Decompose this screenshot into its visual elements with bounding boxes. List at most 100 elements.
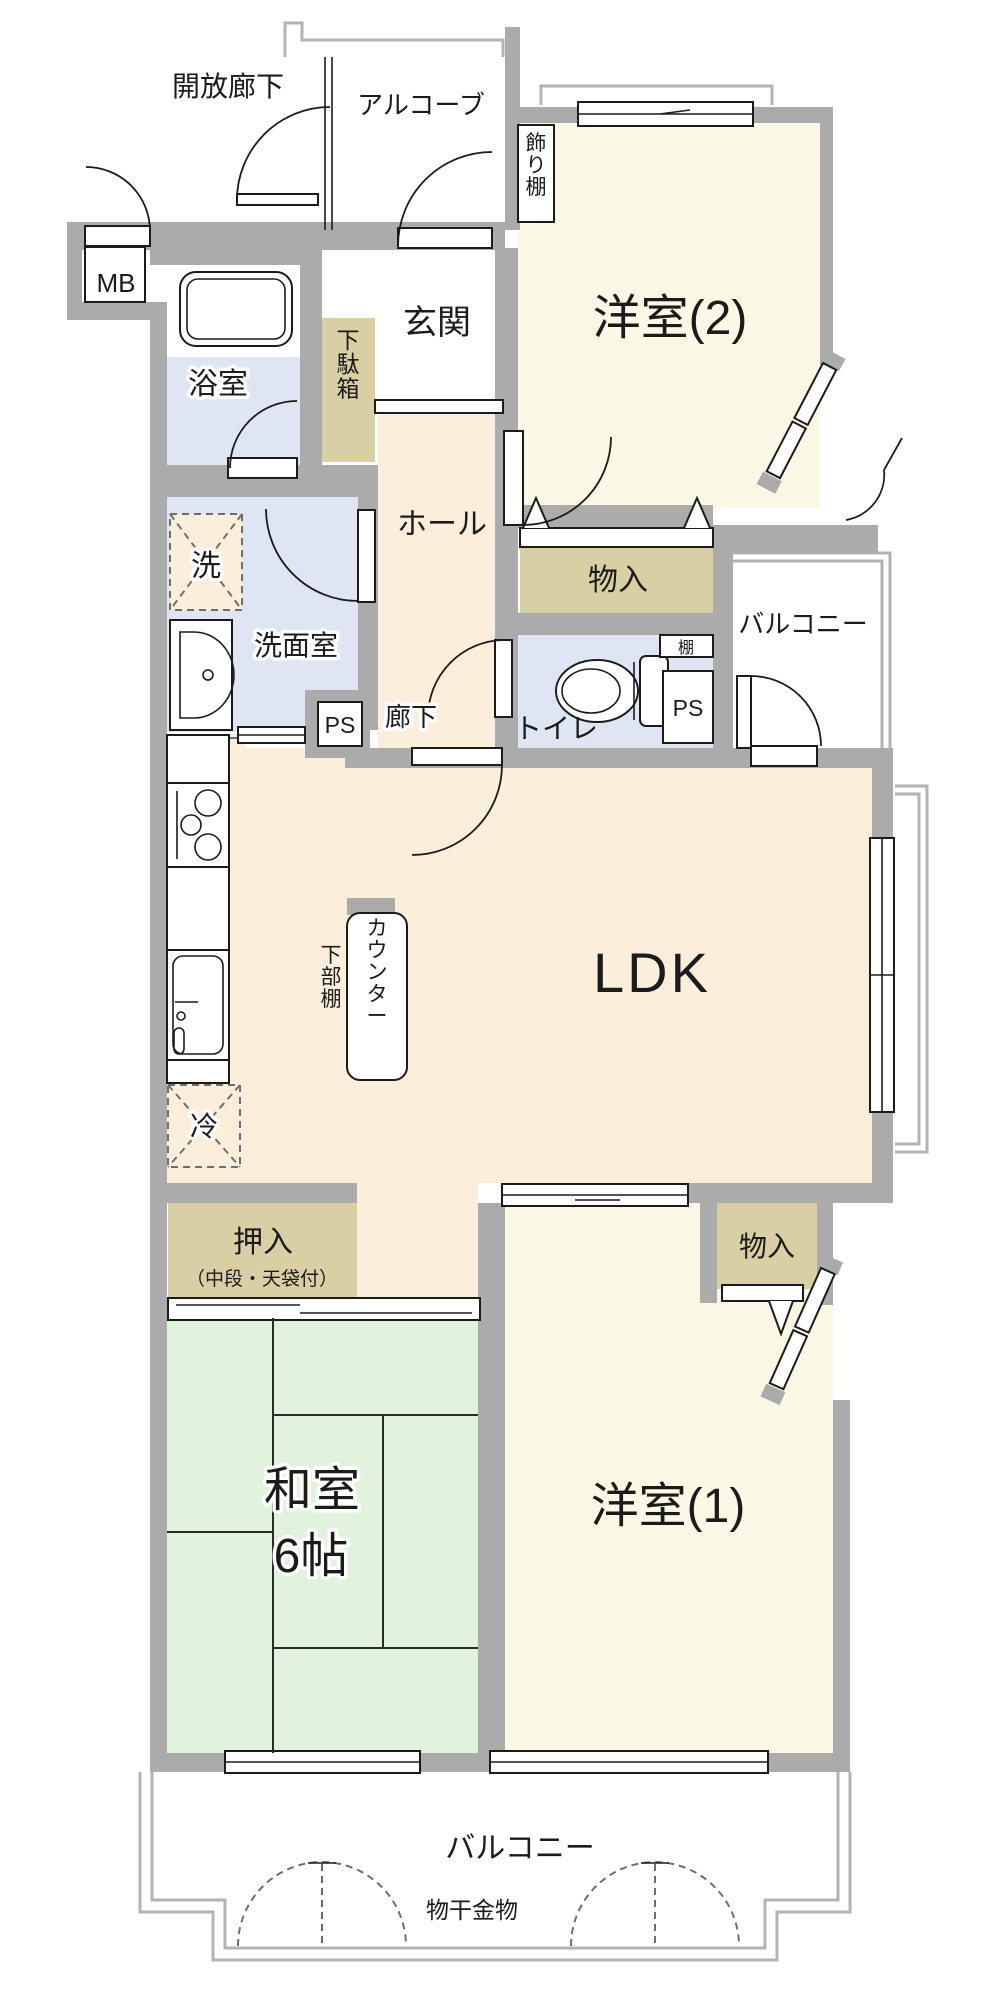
bedroom2-balcony-outline [539, 84, 774, 105]
ps-left-box [317, 701, 363, 747]
labels: 開放廊下 アルコーブ MB 飾り棚 玄関 下駄箱 洋室(2) 浴室 ホール 物入… [97, 68, 868, 1927]
bay-windows [756, 349, 846, 1406]
label-washroom: 洗面室 [254, 630, 338, 661]
storage-upper-box [520, 545, 713, 613]
windows-openings [84, 101, 895, 1774]
storage-upper-folding-door [519, 495, 714, 548]
open-corridor-door-arc [236, 106, 331, 201]
balconies [138, 551, 929, 1962]
label-laundry: 洗 [191, 550, 221, 583]
label-counter: カウンター [367, 917, 388, 1028]
label-open-corridor: 開放廊下 [172, 71, 284, 102]
ps-right-box [662, 670, 714, 744]
bedroom2-floor [518, 123, 820, 508]
label-western-room-2: 洋室(2) [593, 292, 748, 345]
display-shelf-box [517, 124, 555, 223]
label-lower-shelf: 下部棚 [321, 944, 342, 1011]
label-alcove: アルコーブ [357, 90, 485, 120]
label-japanese-room-size: 6帖 [274, 1530, 349, 1583]
refrigerator [167, 1084, 241, 1168]
washroom-kitchen-window [237, 726, 306, 744]
wall-segment [495, 613, 733, 635]
storage-w1-box [717, 1203, 817, 1289]
label-japanese-room: 和室 [264, 1464, 360, 1517]
corridor-door-sill [236, 193, 319, 206]
hall-floor [378, 413, 495, 748]
label-shelf: 棚 [678, 639, 694, 657]
corridor-divider [324, 57, 333, 230]
storage-w1-folding-door [721, 1284, 804, 1337]
wall-segment [347, 898, 395, 915]
bottom-balcony-outline-inner [150, 1772, 840, 1950]
window-ldk-right [869, 837, 895, 1113]
stove [166, 782, 230, 868]
label-balcony-side: バルコニー [738, 609, 867, 639]
wall-segment [518, 505, 713, 528]
bottom-balcony-outline-outer [138, 1772, 852, 1962]
sliding-door-tatami-top [167, 1297, 481, 1321]
washing-machine [169, 513, 243, 611]
kitchen-sink [166, 949, 230, 1061]
wall-segment [150, 1183, 357, 1203]
room-floors [167, 123, 872, 1753]
bathroom-door [227, 400, 298, 479]
window-bedroom1-bottom [489, 1750, 769, 1774]
bedroom2-bay-window [756, 349, 846, 494]
shelf-box [659, 634, 714, 658]
wall-segment [700, 1203, 717, 1303]
corridor-end-door-arc [85, 166, 151, 232]
mb-door-sill [84, 225, 151, 247]
ldk-balcony-floor [893, 786, 927, 1152]
wall-segment [505, 27, 520, 230]
sliding-door-ldk-bedroom1 [501, 1183, 689, 1207]
counter-box [346, 912, 408, 1081]
side-balcony-floor [733, 553, 890, 764]
label-entrance: 玄関 [403, 304, 471, 342]
wall-segment [820, 107, 833, 365]
label-western-room-1: 洋室(1) [591, 1480, 746, 1533]
exterior-outlines-top [283, 21, 774, 105]
label-fridge: 冷 [190, 1111, 218, 1142]
label-bathroom: 浴室 [188, 368, 248, 401]
ldk-balcony-outline-inner [895, 792, 921, 1146]
tatami-lines [167, 1318, 478, 1753]
washbasin [169, 619, 235, 731]
window-tatami-bottom [224, 1750, 421, 1774]
ldk-lower-floor [357, 1183, 478, 1303]
bedroom2-door [503, 430, 612, 526]
entrance-step [374, 399, 504, 414]
entrance-door-arc [397, 151, 493, 247]
label-shoe-cabinet: 下駄箱 [337, 327, 360, 401]
label-oshiire-note: （中段・天袋付） [186, 1268, 338, 1290]
label-mb: MB [97, 268, 136, 298]
bedroom2-bay-door [845, 437, 903, 521]
label-ps-right: PS [673, 695, 704, 721]
mb-box [84, 246, 146, 303]
label-ldk: LDK [593, 941, 711, 1004]
bathroom-floor [167, 357, 305, 465]
toilet-door [427, 639, 513, 718]
wall-segment [713, 525, 878, 553]
label-oshiire: 押入 [233, 1226, 293, 1259]
bottom-balcony-floor [141, 1773, 849, 1959]
tatami-floor [167, 1318, 478, 1753]
ldk-floor [167, 748, 872, 1183]
wall-segment [67, 302, 167, 320]
washroom-door [265, 508, 376, 603]
parapet-outline [283, 21, 505, 57]
label-laundry-hardware: 物干金物 [426, 1897, 518, 1923]
label-storage-w1: 物入 [739, 1231, 795, 1262]
wall-segment [833, 1400, 850, 1772]
label-toilet: トイレ [514, 713, 598, 744]
window-bedroom2-top [577, 101, 754, 127]
wall-segment [713, 553, 733, 768]
label-storage-upper: 物入 [588, 564, 648, 597]
wall-segment [67, 222, 82, 320]
bathtub [179, 271, 293, 347]
wall-segment [300, 228, 322, 480]
oshiire-box [168, 1203, 357, 1303]
label-corridor: 廊下 [385, 702, 437, 732]
wall-segment [150, 302, 167, 1772]
ldk-door [411, 747, 503, 856]
